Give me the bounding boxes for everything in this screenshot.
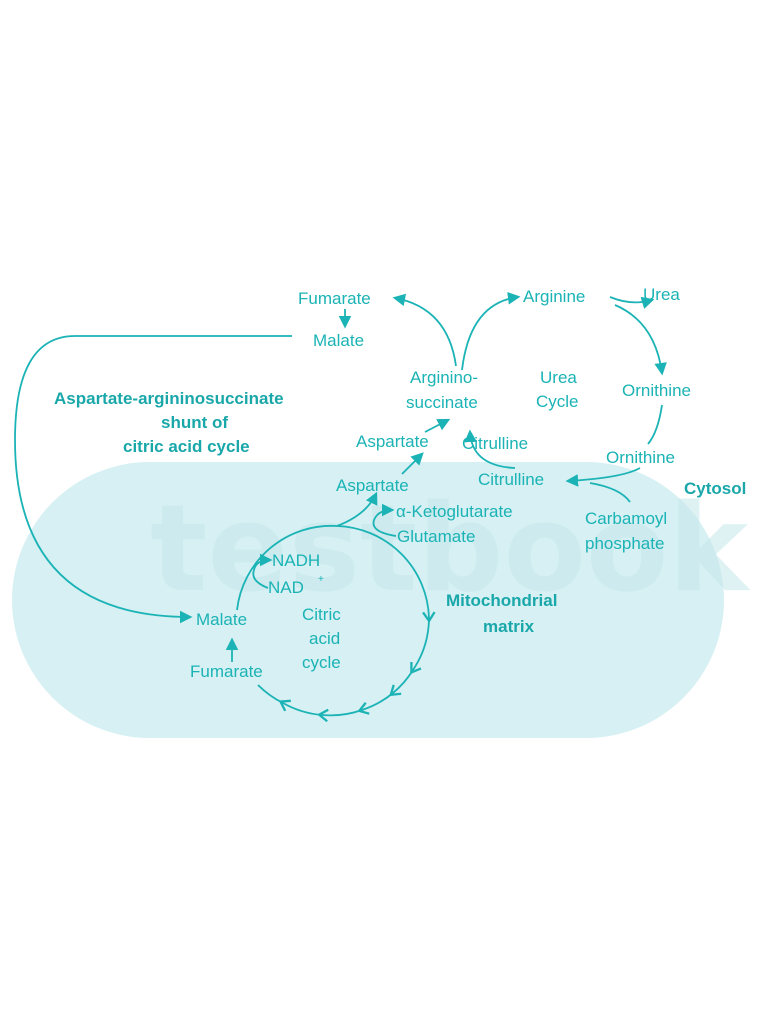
citrulline-transport-arrow: [464, 429, 516, 469]
citric-acid-cycle-chevron-4: [317, 708, 363, 723]
citric-acid-cycle-circle: [236, 524, 338, 611]
label-nadh: NADH: [272, 551, 320, 570]
label-citric-acid-cycle-3: cycle: [302, 653, 341, 672]
shunt-arrow: [14, 335, 292, 624]
label-aspartate-mito: Aspartate: [336, 476, 409, 495]
watermark-logo: testbook: [150, 480, 751, 619]
aspartate-transport-arrow: [401, 452, 424, 475]
label-citric-acid-cycle-2: acid: [309, 629, 340, 648]
label-urea-cycle-2: Cycle: [536, 392, 579, 411]
citric-acid-cycle-chevron-2: [389, 669, 414, 697]
label-citrulline-mito: Citrulline: [478, 470, 544, 489]
nad-to-nadh-arrow: [252, 553, 273, 589]
label-fumarate-mito: Fumarate: [190, 662, 263, 681]
label-shunt-3: citric acid cycle: [123, 437, 250, 456]
label-carbamoyl-phosphate-2: phosphate: [585, 534, 664, 553]
label-aspartate-cytosol: Aspartate: [356, 432, 429, 451]
label-carbamoyl-phosphate-1: Carbamoyl: [585, 509, 667, 528]
carbamoyl-phosphate-arrow: [589, 482, 631, 503]
label-citric-acid-cycle-1: Citric: [302, 605, 341, 624]
argininosuccinate-to-fumarate-arrow: [392, 293, 457, 367]
label-mitochondrial-matrix-2: matrix: [483, 617, 535, 636]
label-urea-cycle-1: Urea: [540, 368, 577, 387]
label-argininosuccinate-1: Arginino-: [410, 368, 478, 387]
mitochondrial-matrix-region: [12, 462, 724, 738]
transamination-arrow: [372, 503, 397, 537]
label-urea: Urea: [643, 285, 680, 304]
label-nad: NAD: [268, 578, 304, 597]
label-alpha-ketoglutarate: α-Ketoglutarate: [396, 502, 513, 521]
citric-acid-cycle-circle-right: [336, 525, 436, 623]
pathway-arrows: [14, 292, 667, 723]
ornithine-to-citrulline-arrow: [565, 467, 641, 487]
citric-acid-cycle-chevron-5: [278, 699, 323, 716]
label-mitochondrial-matrix-1: Mitochondrial: [446, 591, 557, 610]
label-shunt-2: shunt of: [161, 413, 228, 432]
label-malate-cytosol: Malate: [313, 331, 364, 350]
label-nad-superscript: +: [318, 574, 324, 585]
citric-acid-cycle-chevron-1: [410, 617, 430, 675]
cycle-to-aspartate-arrow: [336, 491, 378, 527]
label-ornithine-cytosol: Ornithine: [622, 381, 691, 400]
label-shunt-1: Aspartate-argininosuccinate: [54, 389, 284, 408]
ornithine-transport-line: [647, 404, 663, 445]
label-malate-mito: Malate: [196, 610, 247, 629]
label-ornithine-mito: Ornithine: [606, 448, 675, 467]
aspartate-to-argininosuccinate-arrow: [424, 418, 451, 433]
label-argininosuccinate-2: succinate: [406, 393, 478, 412]
citric-acid-cycle-chevron-3: [357, 692, 394, 715]
label-fumarate-cytosol: Fumarate: [298, 289, 371, 308]
arginine-to-ornithine-arrow: [614, 304, 667, 376]
label-glutamate: Glutamate: [397, 527, 475, 546]
arginine-to-urea-arrow: [609, 296, 655, 309]
citric-acid-cycle-bottom: [257, 684, 284, 704]
label-cytosol: Cytosol: [684, 479, 746, 498]
label-arginine: Arginine: [523, 287, 585, 306]
argininosuccinate-to-arginine-arrow: [461, 292, 521, 371]
label-citrulline-cytosol: Citrulline: [462, 434, 528, 453]
